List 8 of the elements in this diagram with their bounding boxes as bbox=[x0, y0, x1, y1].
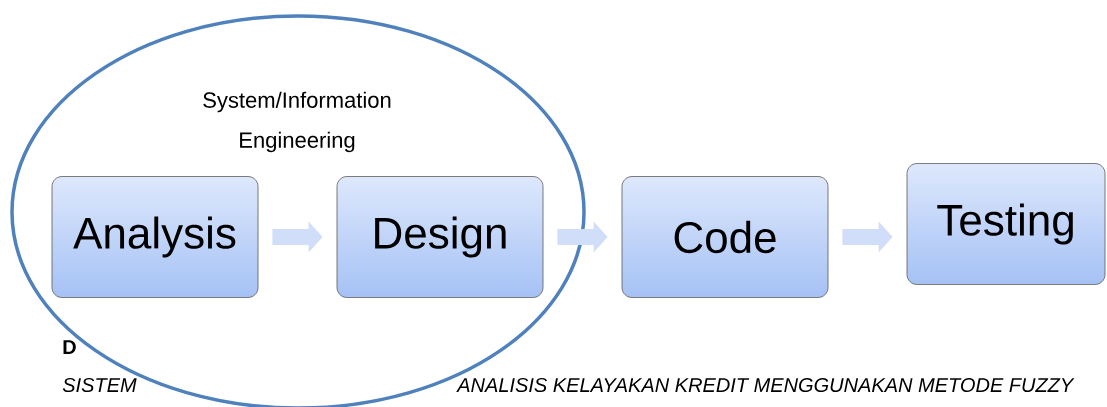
group-heading: System/Information Engineering bbox=[203, 91, 391, 153]
process-box: Design bbox=[336, 176, 544, 298]
caption-text: D bbox=[63, 340, 76, 354]
process-box: Analysis bbox=[51, 176, 259, 298]
caption-text: ANALISIS KELAYAKAN KREDIT MENGGUNAKAN METODE FUZZY bbox=[456, 377, 1075, 393]
caption-text: SISTEM bbox=[62, 377, 137, 393]
process-box: Testing bbox=[906, 163, 1106, 285]
process-box: Code bbox=[621, 176, 829, 298]
